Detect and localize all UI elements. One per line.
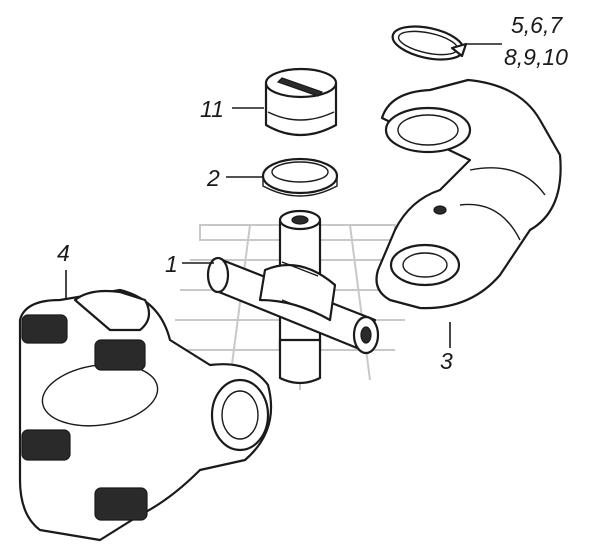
- cross-spider-part: [206, 209, 380, 385]
- callout-8-9-10: 8,9,10: [504, 44, 568, 70]
- bearing-cap-part: [264, 67, 338, 136]
- callout-1: 1: [165, 251, 178, 277]
- flange-yoke-part: [18, 288, 273, 542]
- leader-lines: [65, 43, 502, 348]
- snap-ring-part: [391, 25, 468, 61]
- seal-ring-part: [261, 157, 339, 197]
- callout-11: 11: [200, 96, 224, 122]
- callout-2: 2: [207, 165, 220, 191]
- yoke-part: [375, 78, 562, 310]
- callout-4: 4: [57, 240, 70, 266]
- callout-5-6-7: 5,6,7: [511, 12, 563, 38]
- callout-3: 3: [440, 348, 453, 374]
